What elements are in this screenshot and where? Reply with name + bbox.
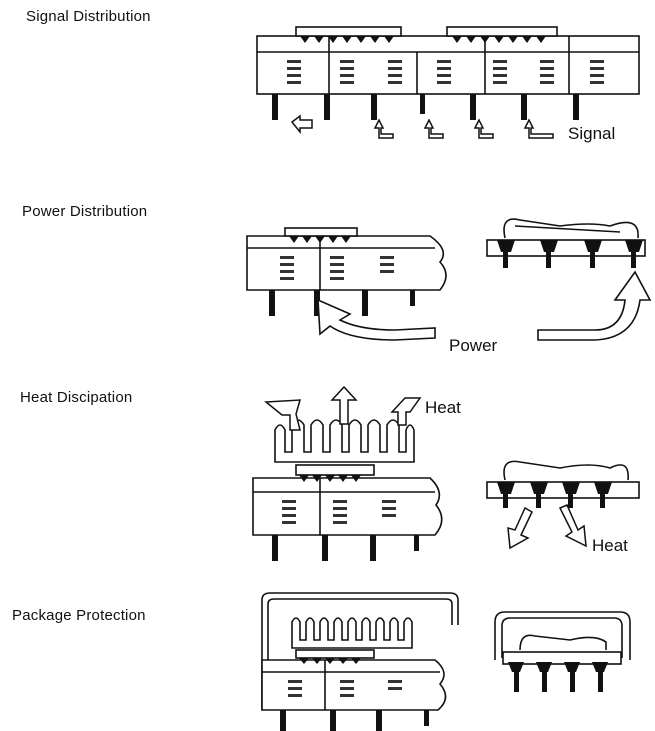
power-label: Power xyxy=(449,336,498,355)
signal-label: Signal xyxy=(568,124,615,143)
heat-label-top: Heat xyxy=(425,398,461,417)
signal-pins xyxy=(272,94,579,120)
heat-down-arrows xyxy=(508,505,586,548)
heat-pins xyxy=(272,535,419,561)
protection-right-module xyxy=(495,612,630,664)
protection-pins xyxy=(280,710,429,731)
heat-label-side: Heat xyxy=(592,536,628,555)
protection-heat-sink xyxy=(292,618,412,648)
signal-arrows xyxy=(292,116,553,138)
protection-right-pins xyxy=(508,662,608,692)
